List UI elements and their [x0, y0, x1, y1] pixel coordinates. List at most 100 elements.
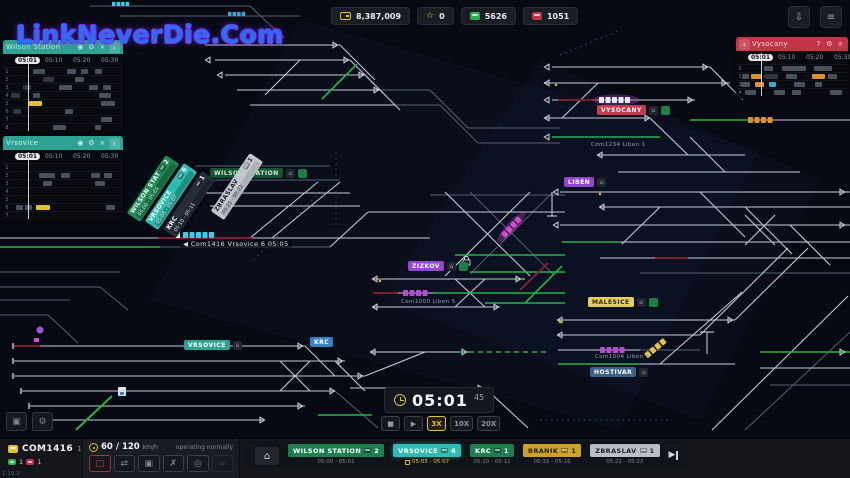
schedule-block[interactable]	[13, 109, 21, 114]
schedule-block[interactable]	[33, 93, 40, 98]
pause-button[interactable]: ■	[381, 416, 400, 431]
train-label[interactable]: Com1000 Liben 5	[401, 299, 456, 305]
route-lines-green[interactable]	[0, 63, 850, 431]
schedule-block[interactable]	[751, 74, 762, 79]
auto-signal-icon[interactable]	[297, 168, 307, 178]
gear-icon[interactable]: ⚙	[826, 40, 833, 48]
station-button[interactable]: Krc1	[470, 444, 514, 457]
depot-button[interactable]: ⌂	[255, 447, 279, 465]
gear-icon[interactable]: ⚙	[88, 139, 95, 147]
map-station-label[interactable]: Zizkov	[408, 261, 444, 271]
schedule-block[interactable]	[106, 205, 115, 210]
schedule-block[interactable]	[91, 173, 100, 178]
schedule-block[interactable]	[16, 205, 23, 210]
schedule-block[interactable]	[33, 69, 45, 74]
station-button[interactable]: Branik1	[522, 444, 582, 457]
stars-pill[interactable]: ☆ 0	[417, 7, 454, 25]
schedule-block[interactable]	[89, 85, 98, 90]
schedule-block[interactable]	[814, 66, 832, 71]
schedule-block[interactable]	[99, 93, 111, 98]
schedule-block[interactable]	[815, 82, 822, 87]
speed-3x-button[interactable]: 3X	[427, 416, 446, 431]
schedule-block[interactable]	[764, 66, 773, 71]
record-icon[interactable]: ◉	[77, 43, 84, 51]
map-station-label[interactable]: Malesice	[588, 297, 634, 307]
station-home-icon[interactable]: ⌂	[446, 261, 456, 271]
close-icon[interactable]: ×	[837, 40, 844, 48]
close-icon[interactable]: ×	[99, 43, 106, 51]
speed-20x-button[interactable]: 20X	[477, 416, 501, 431]
save-view-button[interactable]: ⇩	[788, 6, 810, 28]
train-white[interactable]	[599, 97, 630, 103]
schedule-block[interactable]	[101, 101, 115, 106]
schedule-block[interactable]	[75, 77, 84, 82]
schedule-block[interactable]	[67, 69, 76, 74]
schedule-block[interactable]	[29, 101, 42, 106]
money-pill[interactable]: 8,387,009	[331, 7, 411, 25]
back-button[interactable]: ‹	[739, 38, 750, 50]
train-label[interactable]: Com1234 Liben 1	[591, 142, 646, 148]
occupied-lines-red[interactable]	[14, 99, 688, 347]
station-button[interactable]: Zbraslav1	[590, 444, 660, 457]
schedule-block[interactable]	[745, 90, 756, 95]
schedule-block[interactable]	[742, 74, 749, 79]
schedule-block[interactable]	[103, 85, 111, 90]
schedule-block[interactable]	[828, 74, 837, 79]
train-magenta[interactable]	[494, 209, 529, 245]
schedule-block[interactable]	[812, 74, 825, 79]
schedule-block[interactable]	[782, 66, 806, 71]
schedule-block[interactable]	[53, 125, 66, 130]
auto-signal-icon[interactable]	[660, 105, 670, 115]
schedule-block[interactable]	[59, 85, 72, 90]
timetable-button[interactable]: ▣	[138, 455, 160, 472]
schedule-block[interactable]	[61, 173, 70, 178]
schedule-block[interactable]	[23, 85, 31, 90]
map-station-label[interactable]: Hostivar	[590, 367, 637, 377]
schedule-block[interactable]	[741, 82, 750, 87]
reroute-button[interactable]: ⇄	[113, 455, 135, 472]
schedule-block[interactable]	[11, 93, 20, 98]
schedule-block[interactable]	[774, 90, 785, 95]
station-home-icon[interactable]: ⌂	[285, 168, 295, 178]
gear-icon[interactable]: ⚙	[88, 43, 95, 51]
schedule-block[interactable]	[101, 117, 112, 122]
speed-10x-button[interactable]: 10X	[450, 416, 474, 431]
map-station-label[interactable]: Liben	[564, 177, 595, 187]
schedule-block[interactable]	[769, 82, 776, 87]
station-home-icon[interactable]: ⌂	[232, 340, 242, 350]
skip-service-button[interactable]: ✗	[162, 455, 184, 472]
schedule-block[interactable]	[104, 173, 112, 178]
schedule-block[interactable]	[39, 173, 55, 178]
map-station-label[interactable]: Vrsovice	[184, 340, 230, 350]
train-com1416[interactable]	[183, 232, 214, 238]
record-icon[interactable]: ◉	[77, 139, 84, 147]
close-icon[interactable]: ×	[99, 139, 106, 147]
schedule-block[interactable]	[794, 82, 805, 87]
layers-button[interactable]: ▣	[6, 412, 27, 431]
map-node-purple[interactable]	[36, 326, 44, 334]
schedule-block[interactable]	[792, 90, 801, 95]
selected-train-section[interactable]: COM1416 16/5 1 1	[8, 444, 93, 466]
panel-header[interactable]: ‹ Vysocany ? ⚙ ×	[736, 37, 848, 51]
schedule-block[interactable]	[764, 74, 778, 79]
schedule-block[interactable]	[36, 205, 50, 210]
map-station-label[interactable]: Vysocany	[597, 105, 646, 115]
schedule-block[interactable]	[43, 77, 54, 82]
station-button[interactable]: Wilson Station2	[288, 444, 385, 457]
schedule-block[interactable]	[95, 69, 102, 74]
schedule-block[interactable]	[786, 74, 797, 79]
menu-button[interactable]: ≡	[820, 6, 842, 28]
stop-route-button[interactable]: □	[89, 455, 111, 472]
track-lines[interactable]	[0, 44, 850, 431]
schedule-block[interactable]	[95, 125, 101, 130]
schedule-block[interactable]	[95, 181, 105, 186]
play-button[interactable]: ▶	[404, 416, 423, 431]
delayed-trains-pill[interactable]: 1051	[522, 7, 579, 25]
panel-header[interactable]: Vrsovice ◉ ⚙ × ›	[3, 136, 123, 150]
skip-to-next-button[interactable]: ▶	[669, 450, 679, 460]
station-home-icon[interactable]: ⌂	[648, 105, 658, 115]
